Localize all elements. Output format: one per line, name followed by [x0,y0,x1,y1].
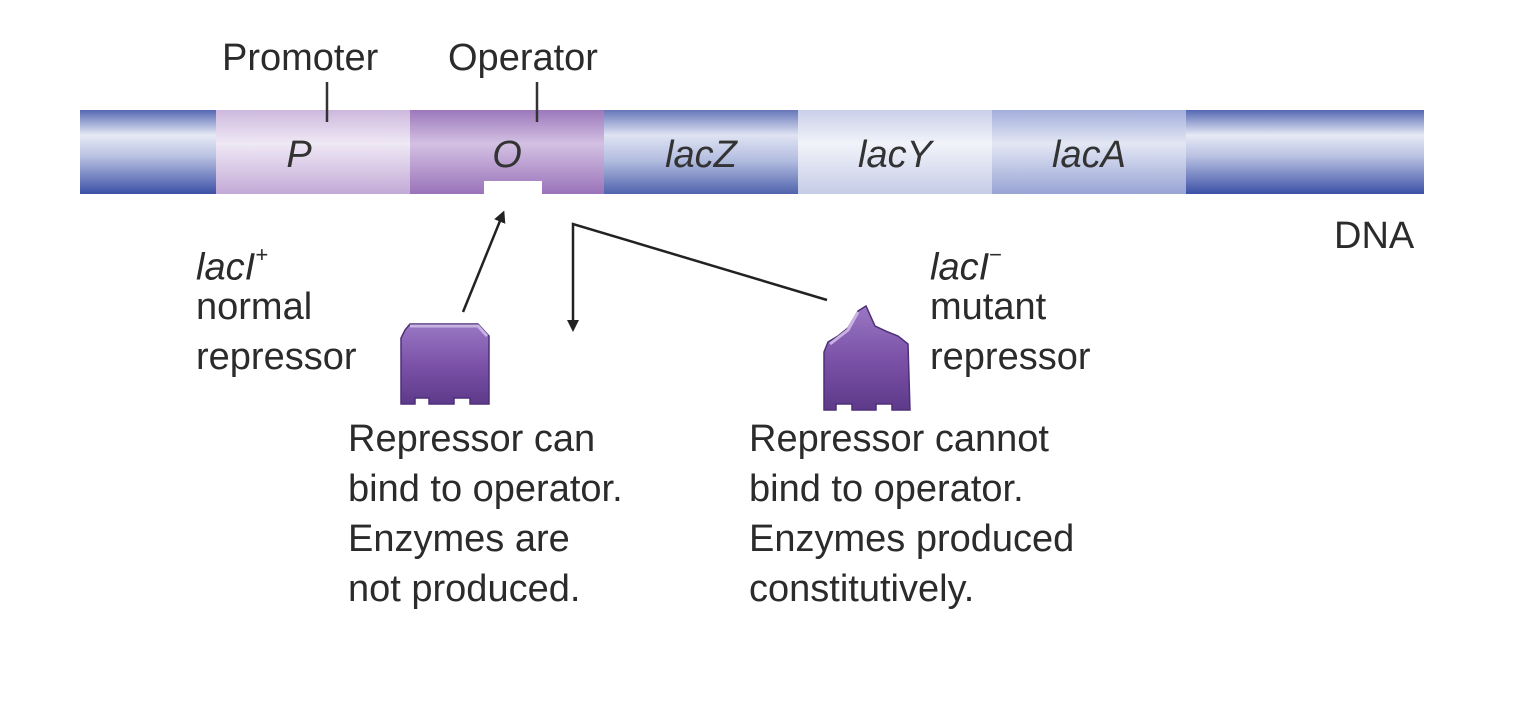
dna-label: DNA [1334,215,1415,257]
dna-segment-left [80,110,216,194]
lacy-label: lacY [858,133,932,176]
operator-segment-label: O [492,133,522,176]
mutant-gene-name: lacI [930,246,990,289]
lacz-segment [604,110,798,194]
mutant-caption-line: Repressor cannot [749,418,1049,460]
normal-gene-name: lacI [196,246,256,289]
normal-repressor-line1: normal [196,286,313,328]
normal-caption-line: Enzymes are [348,518,570,560]
mutant-pointer-line [567,222,828,332]
lacz-label: lacZ [665,133,737,176]
binding-arrow [461,210,506,313]
normal-gene-label: lacI+ [196,234,268,293]
normal-repressor-icon [400,323,490,405]
mutant-repressor-line1: mutant [930,286,1047,328]
mutant-repressor-line2: repressor [930,336,1091,378]
promoter-segment [216,110,410,194]
mutant-gene-superscript: − [989,242,1002,267]
operator-binding-site [484,181,542,195]
normal-gene-superscript: + [255,242,268,267]
normal-repressor-line2: repressor [196,336,357,378]
mutant-caption-line: bind to operator. [749,468,1024,510]
mutant-caption-line: constitutively. [749,568,975,610]
laca-segment [992,110,1186,194]
promoter-label: Promoter [222,37,379,79]
lacy-segment [798,110,992,194]
normal-caption-line: Repressor can [348,418,596,460]
mutant-caption-line: Enzymes produced [749,518,1075,560]
normal-caption-line: bind to operator. [348,468,623,510]
mutant-gene-label: lacI− [930,234,1002,293]
normal-caption-line: not produced. [348,568,581,610]
operator-label: Operator [448,37,598,79]
operator-segment [410,110,604,194]
laca-label: lacA [1052,133,1126,176]
promoter-segment-label: P [286,133,312,176]
mutant-repressor-icon [823,304,911,411]
dna-segment-right [1186,110,1424,194]
